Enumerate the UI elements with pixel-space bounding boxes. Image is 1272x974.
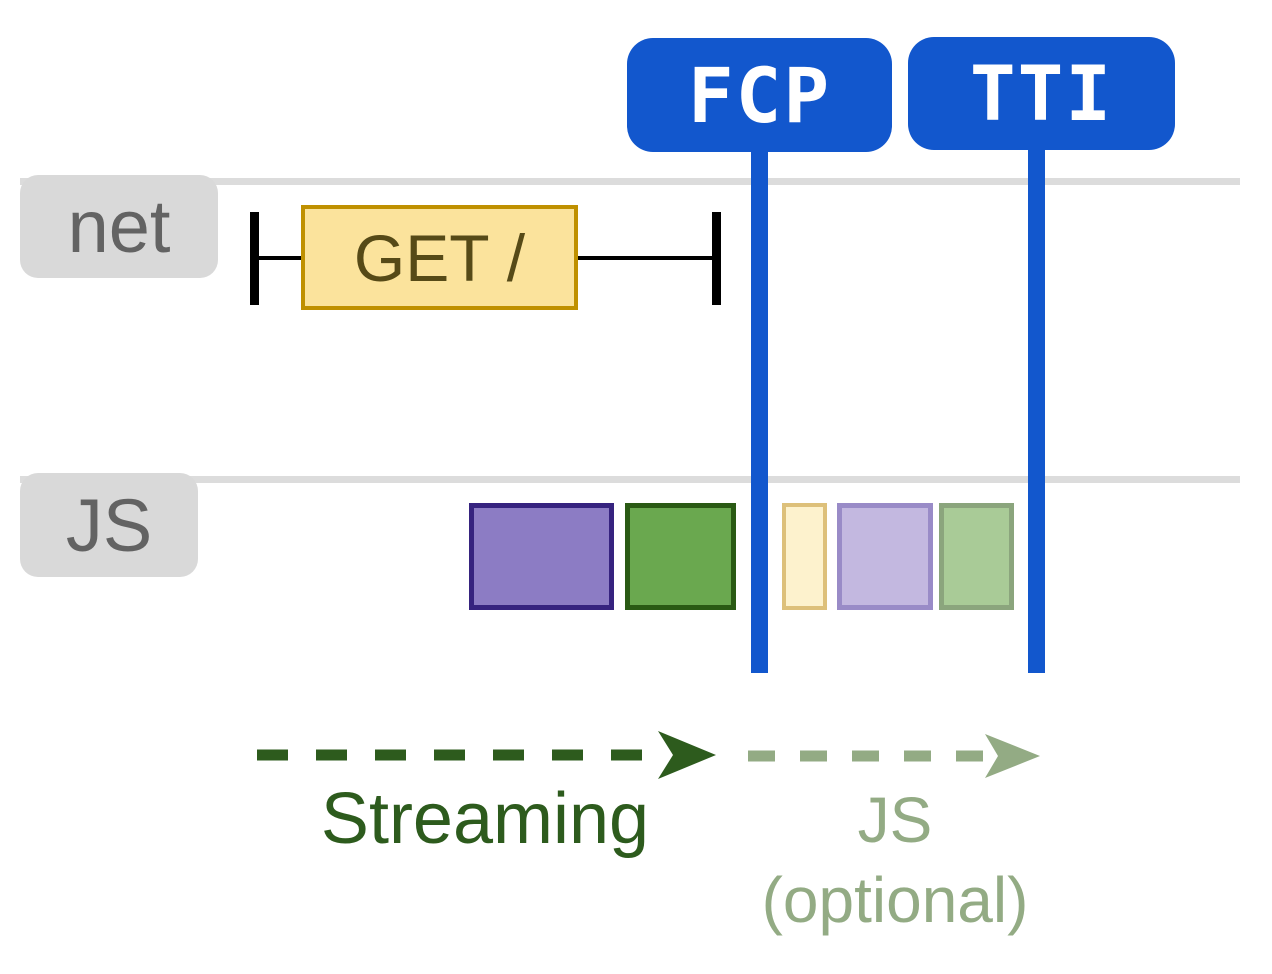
js-track-label: JS xyxy=(65,483,153,567)
js-chunk-faded-green xyxy=(939,503,1014,610)
fcp-badge-label: FCP xyxy=(687,50,832,140)
net-track-label: net xyxy=(67,185,171,268)
js-optional-arrowhead xyxy=(985,734,1040,778)
js-track-tab: JS xyxy=(20,473,198,577)
request-start-tick xyxy=(250,212,259,305)
streaming-arrowhead xyxy=(658,731,716,779)
tti-badge: TTI xyxy=(908,37,1175,150)
fcp-line xyxy=(751,150,768,673)
js-optional-label-line1: JS xyxy=(857,784,933,856)
js-chunk-faded-yellow xyxy=(782,503,827,610)
js-optional-label-line2: (optional) xyxy=(761,864,1029,936)
js-chunk-green xyxy=(625,503,736,610)
js-optional-label: JS (optional) xyxy=(695,780,1095,940)
net-track-line xyxy=(20,178,1240,185)
streaming-label: Streaming xyxy=(320,779,650,859)
tti-badge-label: TTI xyxy=(969,49,1114,138)
get-request-box: GET / xyxy=(301,205,578,310)
js-track-line xyxy=(20,476,1240,483)
js-chunk-faded-purple xyxy=(837,503,933,610)
fcp-badge: FCP xyxy=(627,38,892,152)
request-end-tick xyxy=(712,212,721,305)
net-track-tab: net xyxy=(20,175,218,278)
get-request-label: GET / xyxy=(353,220,526,295)
tti-line xyxy=(1028,150,1045,673)
js-chunk-purple xyxy=(469,503,614,610)
